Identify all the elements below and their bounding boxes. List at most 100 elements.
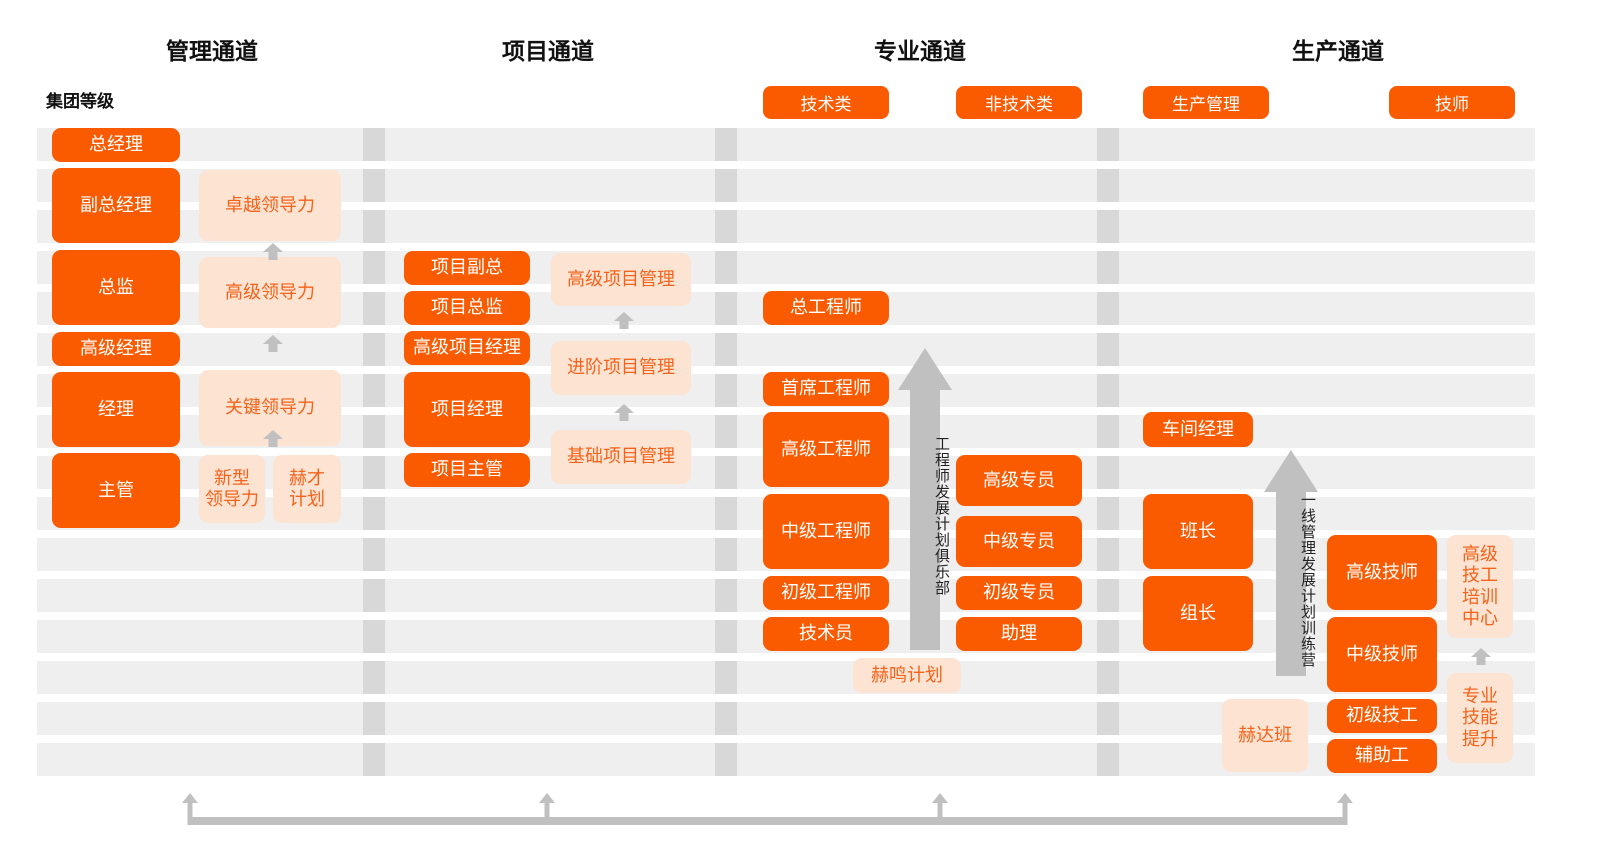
pill-label: 经理 [98, 398, 134, 419]
project-program-3[interactable]: 基础项目管理 [551, 430, 691, 484]
project-position-5[interactable]: 项目主管 [404, 453, 530, 487]
production-mgmt-position-1[interactable]: 车间经理 [1143, 412, 1253, 447]
column-separator [363, 415, 385, 448]
pill-label: 高级技工培训中心 [1462, 544, 1498, 628]
pill-label: 高级经理 [80, 338, 152, 359]
nontechnical-position-1[interactable]: 高级专员 [956, 455, 1082, 506]
mgmt-program-3[interactable]: 关键领导力 [199, 370, 341, 446]
technical-position-1[interactable]: 总工程师 [763, 291, 889, 325]
category-chip-1[interactable]: 技术类 [763, 86, 889, 119]
technical-position-5[interactable]: 初级工程师 [763, 576, 889, 610]
channel-title-2: 项目通道 [502, 38, 594, 64]
production-program-2[interactable]: 高级技工培训中心 [1447, 535, 1513, 638]
technician-position-1[interactable]: 高级技师 [1327, 535, 1437, 610]
pill-label: 车间经理 [1162, 418, 1234, 439]
project-program-2[interactable]: 进阶项目管理 [551, 341, 691, 395]
column-separator [715, 497, 737, 530]
column-separator [715, 538, 737, 571]
mgmt-position-6[interactable]: 主管 [52, 453, 180, 528]
pill-label: 赫鸣计划 [871, 664, 943, 685]
column-separator [715, 415, 737, 448]
mgmt-program-5[interactable]: 赫才计划 [273, 455, 341, 523]
column-separator [715, 128, 737, 161]
pill-label: 中级专员 [983, 530, 1055, 551]
nontechnical-position-2[interactable]: 中级专员 [956, 516, 1082, 567]
technical-position-2[interactable]: 首席工程师 [763, 372, 889, 406]
column-separator [363, 333, 385, 366]
pill-label: 项目总监 [431, 297, 503, 318]
technician-position-3[interactable]: 初级技工 [1327, 699, 1437, 733]
channel-title-3: 专业通道 [874, 38, 966, 64]
pill-label: 组长 [1180, 602, 1216, 623]
technical-position-6[interactable]: 技术员 [763, 617, 889, 651]
production-program-1[interactable]: 赫达班 [1222, 699, 1308, 772]
column-separator [1097, 169, 1119, 202]
pill-label: 总经理 [89, 134, 143, 155]
nontechnical-position-4[interactable]: 助理 [956, 617, 1082, 651]
nontechnical-position-3[interactable]: 初级专员 [956, 576, 1082, 610]
pill-label: 主管 [98, 479, 134, 500]
column-separator [715, 333, 737, 366]
column-separator [715, 374, 737, 407]
column-separator [715, 579, 737, 612]
pill-label: 总工程师 [790, 297, 862, 318]
category-chip-3[interactable]: 生产管理 [1143, 86, 1269, 119]
pill-label: 初级工程师 [781, 582, 871, 603]
proj-arrow-2-icon [613, 404, 635, 421]
column-separator [715, 292, 737, 325]
project-position-1[interactable]: 项目副总 [404, 251, 530, 285]
pill-label: 初级技工 [1346, 705, 1418, 726]
column-separator [715, 620, 737, 653]
project-position-2[interactable]: 项目总监 [404, 291, 530, 325]
grid-row-band [37, 702, 1535, 735]
pill-label: 赫达班 [1238, 724, 1292, 745]
column-separator [715, 661, 737, 694]
category-chip-2[interactable]: 非技术类 [956, 86, 1082, 119]
mgmt-position-4[interactable]: 高级经理 [52, 332, 180, 366]
pill-label: 高级专员 [983, 469, 1055, 490]
mgmt-position-5[interactable]: 经理 [52, 372, 180, 447]
column-separator [363, 210, 385, 243]
pill-label: 高级项目经理 [413, 337, 521, 358]
pill-label: 专业技能提升 [1462, 686, 1498, 749]
pill-label: 项目主管 [431, 459, 503, 480]
mgmt-program-4[interactable]: 新型领导力 [199, 455, 265, 523]
mgmt-program-2[interactable]: 高级领导力 [199, 257, 341, 328]
pill-label: 中级工程师 [781, 520, 871, 541]
pill-label: 首席工程师 [781, 378, 871, 399]
column-separator [1097, 128, 1119, 161]
column-separator [1097, 415, 1119, 448]
production-mgmt-position-2[interactable]: 班长 [1143, 494, 1253, 569]
pill-label: 副总经理 [80, 194, 152, 215]
column-separator [1097, 743, 1119, 776]
technician-position-4[interactable]: 辅助工 [1327, 739, 1437, 773]
technical-position-3[interactable]: 高级工程师 [763, 412, 889, 487]
technical-position-4[interactable]: 中级工程师 [763, 494, 889, 569]
pill-label: 新型领导力 [205, 467, 259, 509]
column-separator [363, 497, 385, 530]
column-separator [715, 251, 737, 284]
column-separator [363, 374, 385, 407]
mgmt-program-1[interactable]: 卓越领导力 [199, 170, 341, 241]
channel-title-4: 生产通道 [1292, 38, 1384, 64]
production-mgmt-position-3[interactable]: 组长 [1143, 576, 1253, 651]
production-program-3[interactable]: 专业技能提升 [1447, 673, 1513, 763]
pill-label: 项目经理 [431, 398, 503, 419]
column-separator [1097, 702, 1119, 735]
technician-position-2[interactable]: 中级技师 [1327, 617, 1437, 692]
proj-arrow-1-icon [613, 312, 635, 329]
mgmt-position-2[interactable]: 副总经理 [52, 168, 180, 243]
column-separator [1097, 210, 1119, 243]
column-separator [715, 169, 737, 202]
project-position-3[interactable]: 高级项目经理 [404, 331, 530, 365]
project-position-4[interactable]: 项目经理 [404, 372, 530, 447]
column-separator [1097, 456, 1119, 489]
mgmt-arrow-2-icon [262, 335, 284, 352]
column-separator [715, 456, 737, 489]
project-program-1[interactable]: 高级项目管理 [551, 253, 691, 306]
professional-program-1[interactable]: 赫鸣计划 [853, 658, 961, 693]
mgmt-position-1[interactable]: 总经理 [52, 128, 180, 162]
column-separator [715, 210, 737, 243]
mgmt-position-3[interactable]: 总监 [52, 250, 180, 325]
category-chip-4[interactable]: 技师 [1389, 86, 1515, 119]
